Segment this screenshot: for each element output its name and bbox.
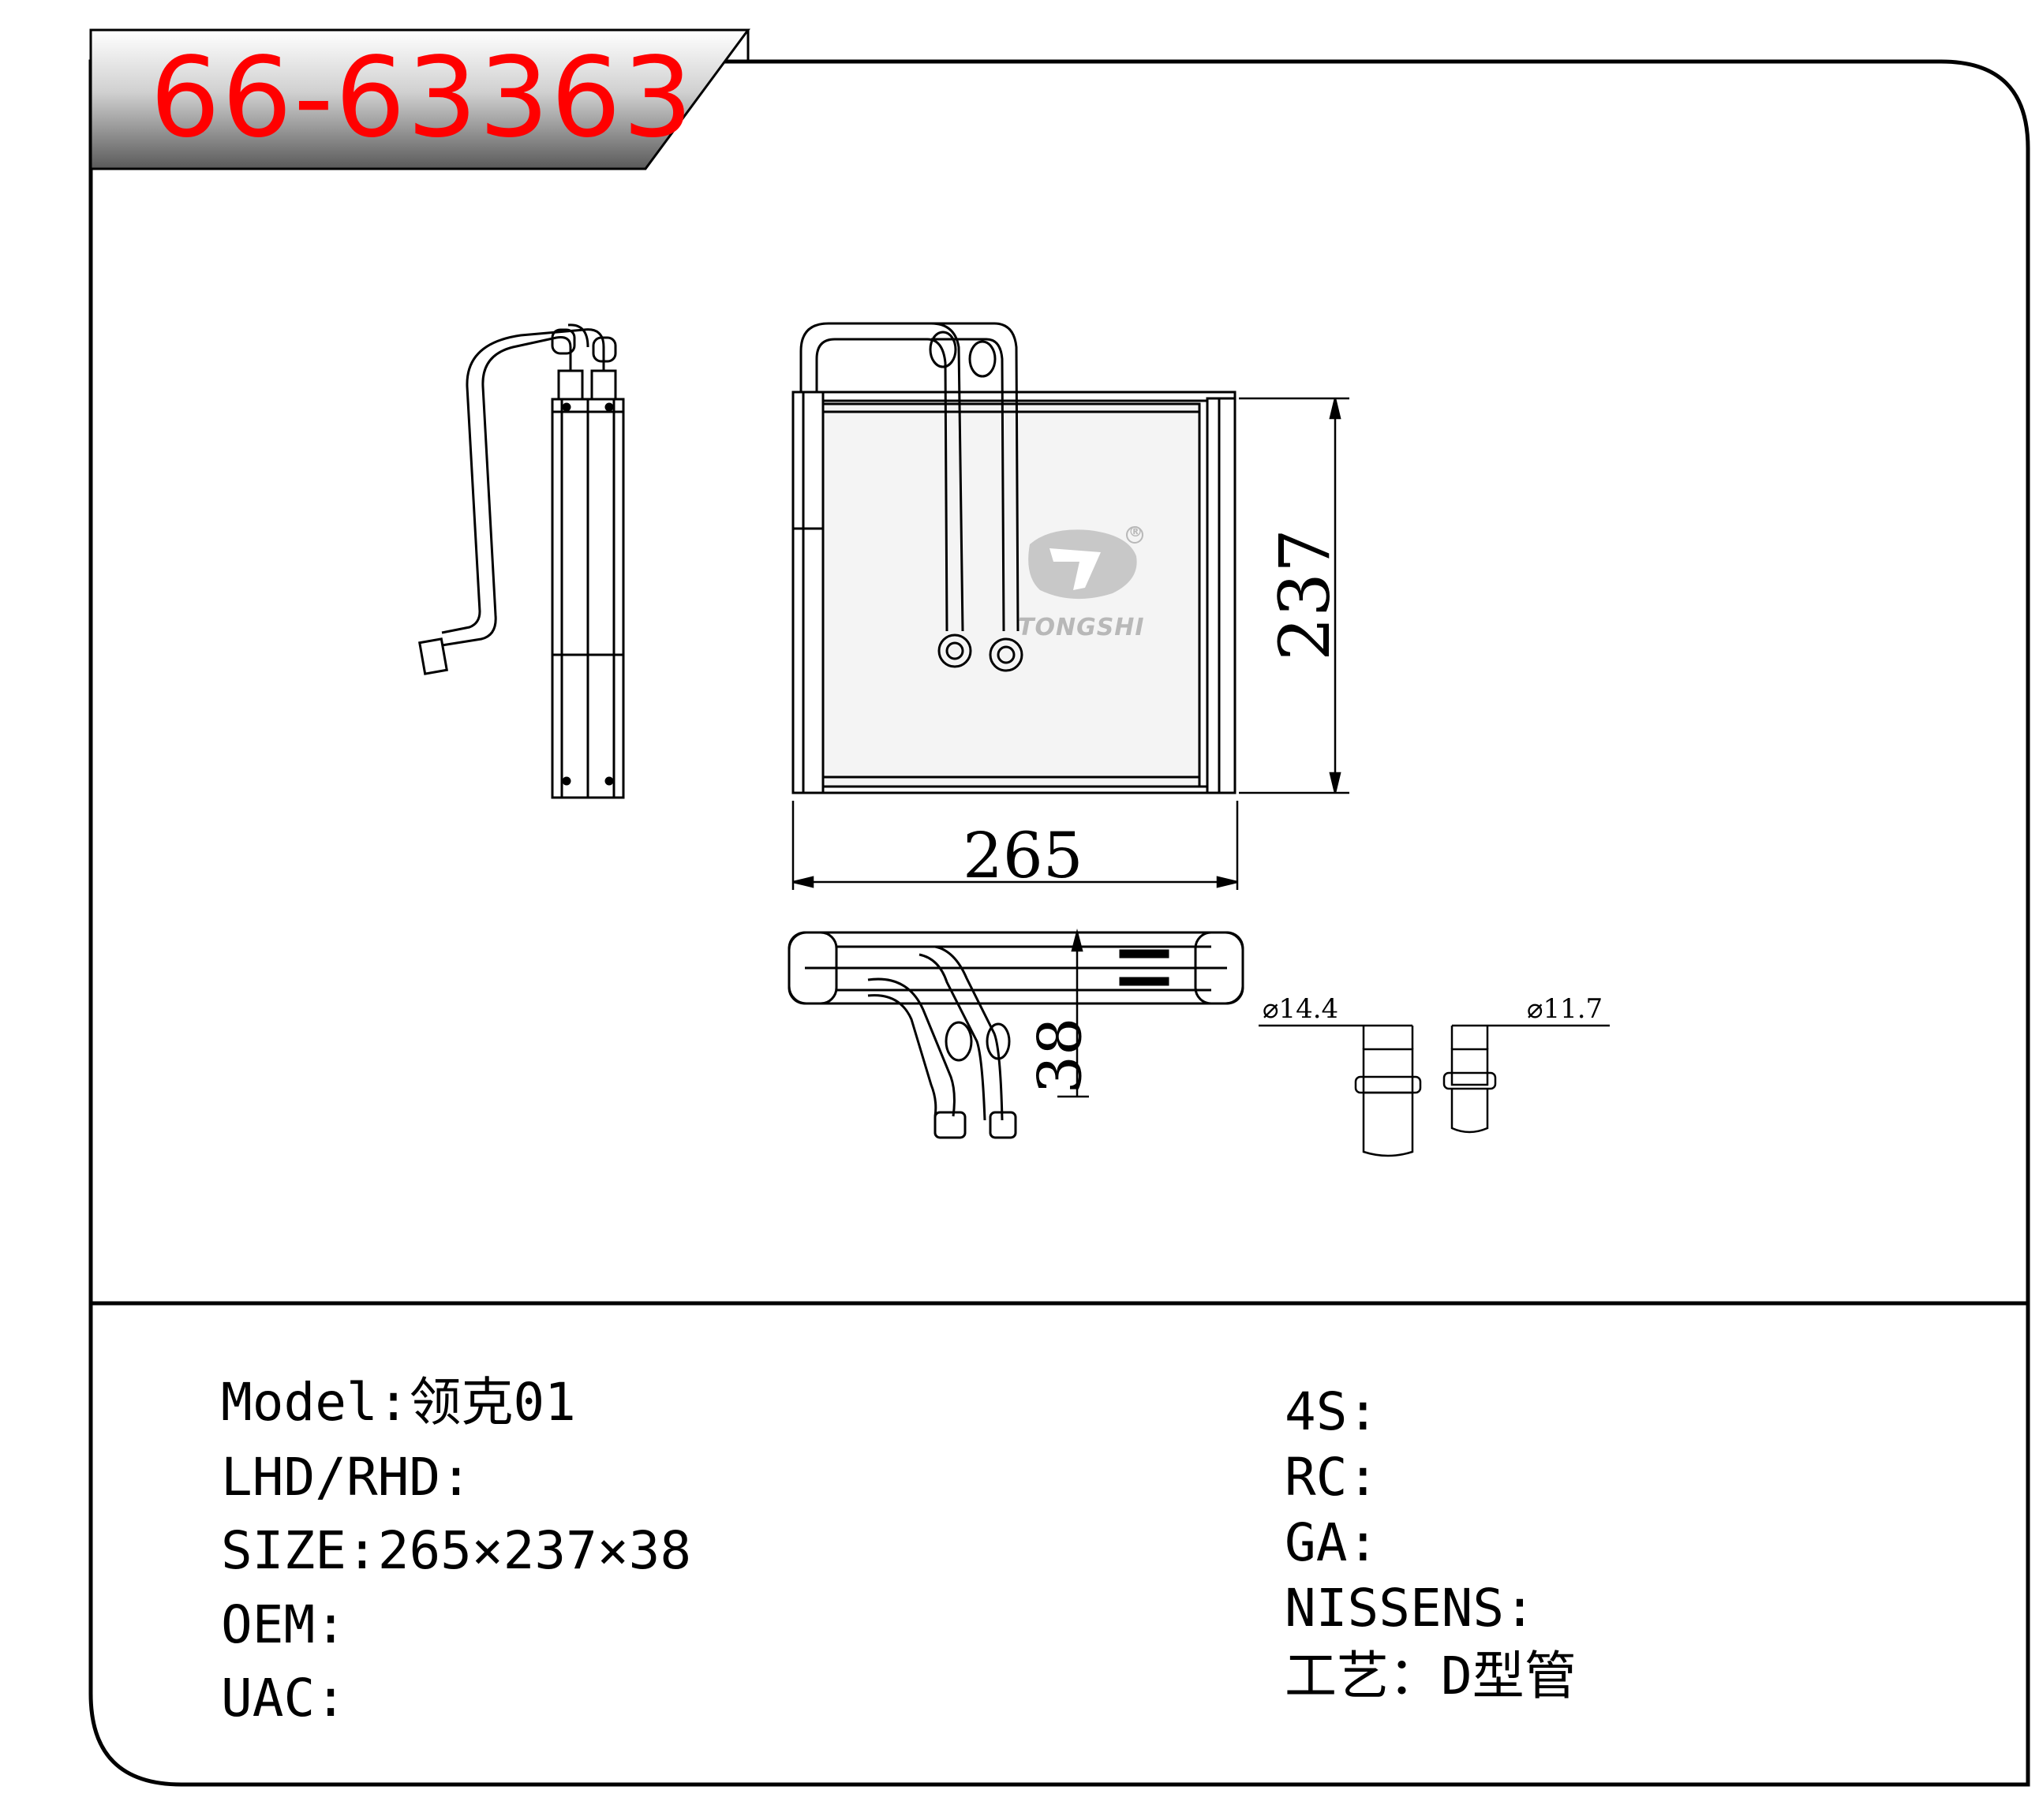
spec-process: 工艺：D型管 bbox=[1285, 1646, 1577, 1706]
spec-4s: 4S: bbox=[1285, 1381, 1379, 1442]
dimension-width-label: 265 bbox=[963, 819, 1083, 892]
spec-model: Model:领克01 bbox=[221, 1372, 576, 1433]
spec-nissens: NISSENS: bbox=[1285, 1578, 1536, 1639]
sheet-border bbox=[88, 59, 2030, 1787]
dimension-height bbox=[1239, 397, 1349, 794]
title-tab bbox=[89, 28, 750, 170]
tongshi-logo bbox=[1028, 526, 1143, 600]
dimension-width bbox=[791, 801, 1239, 890]
spec-size: SIZE:265×237×38 bbox=[221, 1520, 692, 1581]
pipe-diameter-label-2: ⌀11.7 bbox=[1527, 993, 1603, 1025]
registered-mark: ® bbox=[1128, 524, 1143, 540]
part-number: 66-63363 bbox=[150, 34, 695, 163]
side-view bbox=[418, 323, 625, 799]
pipe-end-details bbox=[1259, 1024, 1610, 1157]
spec-ga: GA: bbox=[1285, 1512, 1379, 1573]
brand-name: TONGSHI bbox=[1018, 614, 1145, 641]
spec-rc: RC: bbox=[1285, 1447, 1379, 1508]
dimension-depth-label: 38 bbox=[1024, 1017, 1095, 1094]
front-view bbox=[791, 322, 1236, 794]
pipe-diameter-label-1: ⌀14.4 bbox=[1263, 993, 1339, 1025]
bottom-view bbox=[788, 931, 1244, 1139]
dimension-height-label: 237 bbox=[1263, 529, 1345, 661]
spec-oem: OEM: bbox=[221, 1594, 346, 1655]
spec-uac: UAC: bbox=[221, 1668, 346, 1728]
spec-lhd-rhd: LHD/RHD: bbox=[221, 1447, 472, 1508]
dimension-depth bbox=[1057, 929, 1089, 1098]
